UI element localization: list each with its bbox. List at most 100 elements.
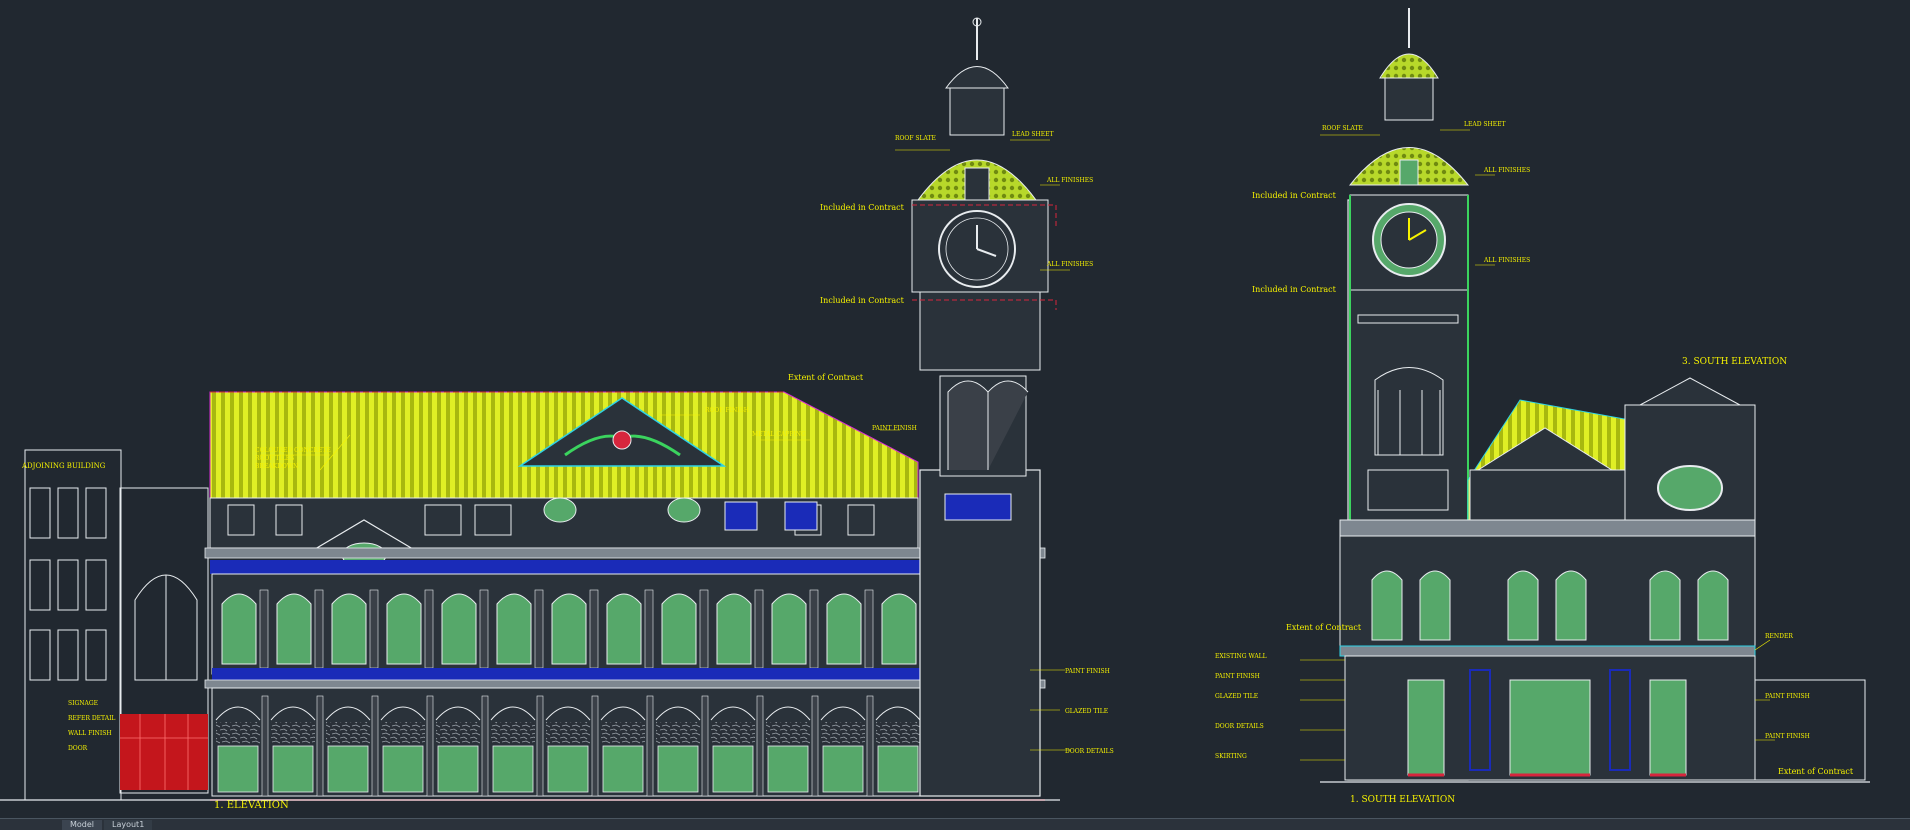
stone-band <box>216 722 260 744</box>
svg-text:ROOF FINISH: ROOF FINISH <box>705 407 749 414</box>
shop-glazing <box>712 745 754 793</box>
svg-text:ROOF SLATE: ROOF SLATE <box>895 135 936 142</box>
stone-band <box>436 722 480 744</box>
ground-arch <box>600 706 646 721</box>
pilaster <box>314 589 324 669</box>
stone-band <box>876 722 920 744</box>
shop-glazing <box>877 745 919 793</box>
arched-window <box>716 593 752 665</box>
svg-text:ALL FINISHES: ALL FINISHES <box>1483 257 1530 264</box>
shop-column <box>701 695 709 797</box>
arched-window <box>606 593 642 665</box>
pilaster <box>589 589 599 669</box>
arched-window <box>276 593 312 665</box>
stone-band <box>601 722 645 744</box>
shop-column <box>426 695 434 797</box>
frieze-band <box>210 560 1040 574</box>
svg-text:DOOR DETAILS: DOOR DETAILS <box>1065 748 1114 755</box>
south-arched-window <box>1371 570 1403 641</box>
shop-column <box>811 695 819 797</box>
shop-glazing <box>767 745 809 793</box>
svg-text:GLAZED TILE: GLAZED TILE <box>1215 693 1258 700</box>
shop-glazing <box>327 745 369 793</box>
ground-arch <box>820 706 866 721</box>
south-extent-label-right: Extent of Contract <box>1778 767 1854 776</box>
arched-window <box>386 593 422 665</box>
shop-glazing <box>822 745 864 793</box>
shop-glazing <box>382 745 424 793</box>
extent-of-contract-label: Extent of Contract <box>788 373 864 382</box>
svg-text:PAINT FINISH: PAINT FINISH <box>1765 693 1810 700</box>
ground-arch <box>765 706 811 721</box>
ground-floor-bays <box>215 695 1039 797</box>
red-infill-panel <box>120 714 208 790</box>
pilaster <box>259 589 269 669</box>
south-arched-window <box>1697 570 1729 641</box>
stone-band <box>821 722 865 744</box>
layout-tab-bar: Model Layout1 <box>0 818 1910 830</box>
svg-text:DOOR DETAILS: DOOR DETAILS <box>1215 723 1264 730</box>
shop-glazing <box>657 745 699 793</box>
south-elevation-title-top: 3. SOUTH ELEVATION <box>1682 357 1787 367</box>
pilaster <box>754 589 764 669</box>
included-in-contract-label-lower: Included in Contract <box>820 296 905 305</box>
ground-arch <box>875 706 921 721</box>
svg-text:PAINT FINISH: PAINT FINISH <box>1065 668 1110 675</box>
stone-band <box>546 722 590 744</box>
shop-column <box>261 695 269 797</box>
arched-window <box>881 593 917 665</box>
shop-glazing <box>602 745 644 793</box>
stone-band <box>381 722 425 744</box>
tab-layout1[interactable]: Layout1 <box>104 820 153 830</box>
pilaster <box>644 589 654 669</box>
svg-text:DOOR: DOOR <box>68 745 88 752</box>
south-included-label-lower: Included in Contract <box>1252 285 1337 294</box>
shop-column <box>536 695 544 797</box>
adjoining-building-label: ADJOINING BUILDING <box>21 462 106 470</box>
ground-arch <box>215 706 261 721</box>
shop-column <box>756 695 764 797</box>
south-included-label-upper: Included in Contract <box>1252 191 1337 200</box>
south-first-floor-windows <box>1371 570 1729 641</box>
ground-arch <box>545 706 591 721</box>
arched-window <box>221 593 257 665</box>
shop-column <box>866 695 874 797</box>
svg-text:ALL FINISHES: ALL FINISHES <box>1483 167 1530 174</box>
front-annotations <box>260 139 1070 751</box>
stone-band <box>271 722 315 744</box>
svg-text:REFER DETAIL: REFER DETAIL <box>68 715 115 722</box>
svg-text:LEAD SHEET: LEAD SHEET <box>1012 131 1054 138</box>
stone-band <box>326 722 370 744</box>
shop-column <box>481 695 489 797</box>
arched-window <box>771 593 807 665</box>
shop-glazing <box>272 745 314 793</box>
svg-text:ROOF SLATE: ROOF SLATE <box>1322 125 1363 132</box>
svg-text:EXISTING WALL: EXISTING WALL <box>1215 653 1267 660</box>
included-in-contract-label-upper: Included in Contract <box>820 203 905 212</box>
arched-window <box>551 593 587 665</box>
svg-text:SIGNAGE: SIGNAGE <box>68 700 98 707</box>
pilaster <box>534 589 544 669</box>
south-elevation-title-bottom: 1. SOUTH ELEVATION <box>1350 795 1455 805</box>
tab-model[interactable]: Model <box>62 820 103 830</box>
shop-glazing <box>492 745 534 793</box>
stone-band <box>711 722 755 744</box>
svg-text:LEAD SHEET: LEAD SHEET <box>1464 121 1506 128</box>
elevation-title-left: 1. ELEVATION <box>214 800 289 811</box>
stone-band <box>766 722 810 744</box>
shop-glazing <box>217 745 259 793</box>
svg-text:METAL CAPPING: METAL CAPPING <box>752 431 806 438</box>
arched-window <box>496 593 532 665</box>
arched-window <box>331 593 367 665</box>
svg-text:PAINT FINISH: PAINT FINISH <box>1765 733 1810 740</box>
south-arched-window <box>1555 570 1587 641</box>
clock-tower <box>911 17 1049 797</box>
shop-column <box>646 695 654 797</box>
pilaster <box>809 589 819 669</box>
shop-glazing <box>437 745 479 793</box>
svg-text:BREAKDOWN: BREAKDOWN <box>255 463 298 470</box>
arched-window <box>441 593 477 665</box>
shop-column <box>371 695 379 797</box>
